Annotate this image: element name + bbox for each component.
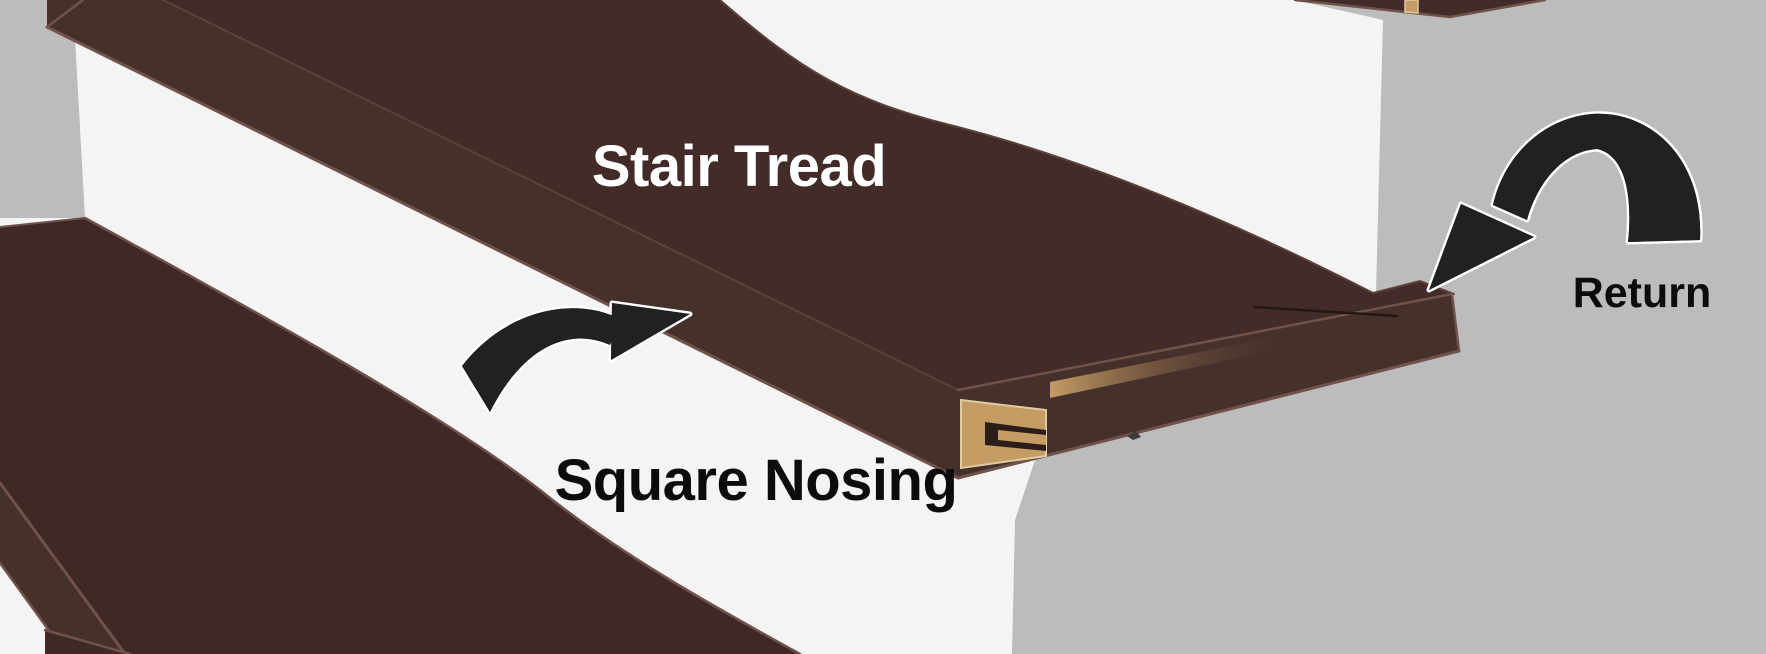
return-end-edge (1450, 292, 1461, 353)
stair-tread-front-face (47, 0, 1459, 478)
upper-tread-edges (1293, 0, 1547, 19)
third-tread-edge (43, 628, 132, 654)
label-stair-tread: Stair Tread (592, 134, 886, 199)
lower-tread-top-surface (0, 218, 800, 654)
nosing-profile-tongue (998, 430, 1046, 445)
riser-upper (720, 0, 1383, 293)
nosing-top-arris (162, 0, 959, 391)
upper-tread-end-grain (1404, 0, 1419, 14)
speck-mark (1127, 431, 1141, 440)
nosing-bottom-arris (45, 25, 960, 480)
lower-tread-nosing-arris (0, 481, 127, 654)
lower-tread-back-edge (83, 216, 802, 654)
square-nosing-arrow-body-fill (462, 308, 622, 412)
return-arrow-body-fill (1493, 113, 1701, 242)
return-top-arris (956, 292, 1454, 392)
lower-tread-left-edge (0, 217, 86, 228)
return-arrow-head-fill (1429, 204, 1534, 290)
left-end-arris (45, 0, 85, 29)
return-top-edges (1372, 279, 1455, 295)
return-arrow (1426, 111, 1703, 293)
return-seam-line (1253, 305, 1399, 318)
label-square-nosing: Square Nosing (555, 448, 958, 513)
stair-tread-top-surface (163, 0, 1454, 390)
stair-tread-back-edge (719, 0, 1374, 294)
front-face-highlight (1050, 332, 1300, 398)
square-nosing-arrow-head-fill (611, 303, 690, 360)
upper-tread-corner (1295, 0, 1545, 17)
square-nosing-arrow (459, 300, 693, 415)
label-return: Return (1573, 269, 1712, 317)
